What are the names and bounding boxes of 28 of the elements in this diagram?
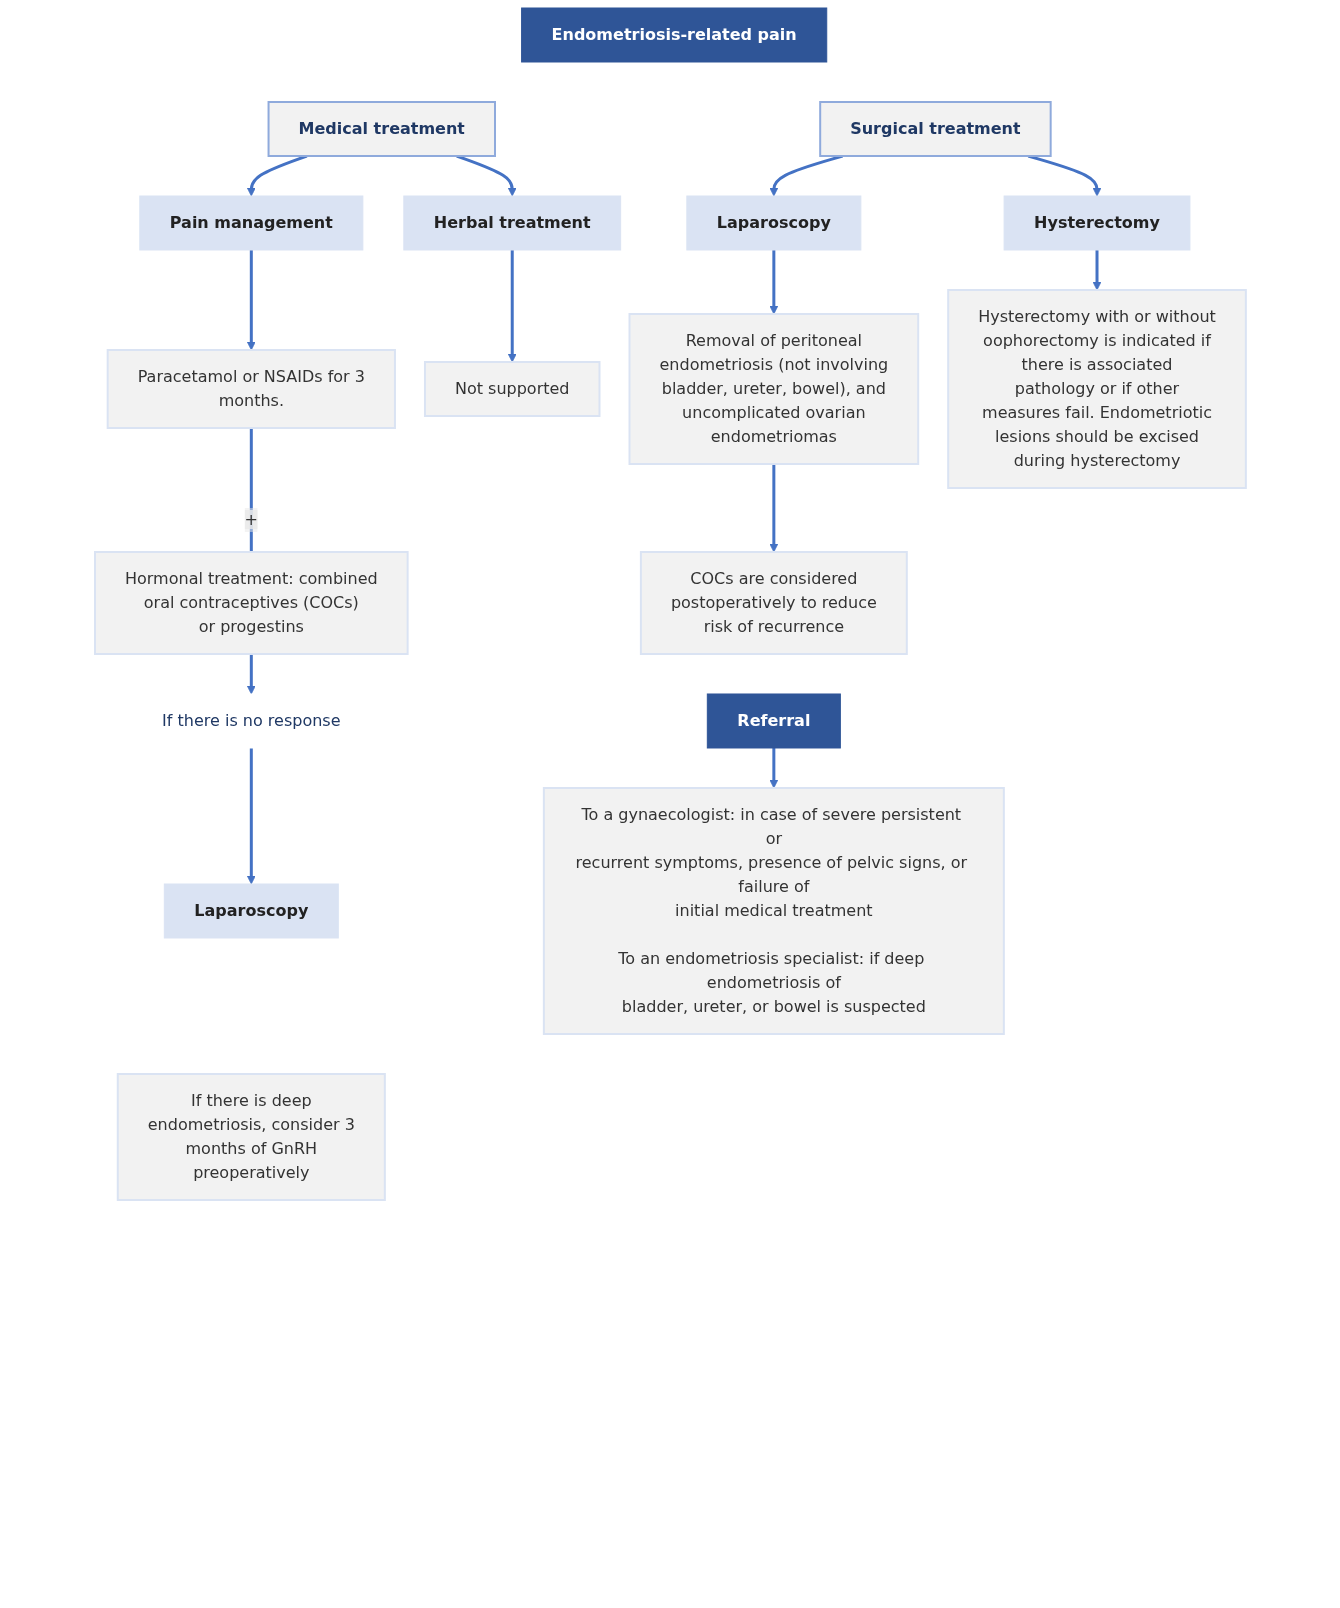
node-box: Endometriosis-related pain bbox=[520, 7, 827, 63]
arrow bbox=[507, 250, 517, 363]
arrow bbox=[1092, 250, 1101, 291]
node-box: COCs are considered postoperatively to reduce risk of recurrence bbox=[639, 551, 908, 655]
arrow bbox=[246, 748, 256, 885]
node-text: If there is no response bbox=[161, 710, 341, 730]
arrow bbox=[246, 250, 256, 351]
node-box: Surgical treatment bbox=[818, 101, 1052, 157]
node-box: Medical treatment bbox=[267, 101, 496, 157]
node-box: Hysterectomy with or without oophorectomy is indicated if there is associated pathology or if other measures fail. Endometriotic lesions should be excised during hysterectomy bbox=[946, 289, 1247, 489]
node-box: To a gynaecologist: in case of severe persistent or recurrent symptoms, presence of pelvic signs, or failure of initial medical treatment To an endometriosis specialist: if deep endometriosis of bladder, ureter, or bowel is suspected bbox=[542, 787, 1005, 1035]
edge-label: + bbox=[244, 509, 258, 529]
arrow bbox=[769, 748, 778, 789]
node-box: Hysterectomy bbox=[1003, 195, 1190, 251]
node-box: Not supported bbox=[423, 361, 601, 417]
node-box: Pain management bbox=[138, 195, 363, 251]
arrow bbox=[246, 654, 256, 695]
connector bbox=[249, 428, 253, 552]
node-box: Referral bbox=[706, 693, 841, 749]
node-box: Removal of peritoneal endometriosis (not involving bladder, ureter, bowel), and uncomplicated ovarian endometriomas bbox=[628, 313, 919, 465]
node-box: Herbal treatment bbox=[402, 195, 621, 251]
node-box: Paracetamol or NSAIDs for 3 months. bbox=[106, 349, 396, 429]
node-box: Hormonal treatment: combined oral contraceptives (COCs) or progestins bbox=[93, 551, 409, 655]
arrow bbox=[769, 464, 778, 553]
node-box: If there is deep endometriosis, consider 3 months of GnRH preoperatively bbox=[116, 1073, 386, 1201]
arrow bbox=[769, 250, 778, 315]
node-box: Laparoscopy bbox=[685, 195, 861, 251]
node-box: Laparoscopy bbox=[163, 883, 339, 939]
